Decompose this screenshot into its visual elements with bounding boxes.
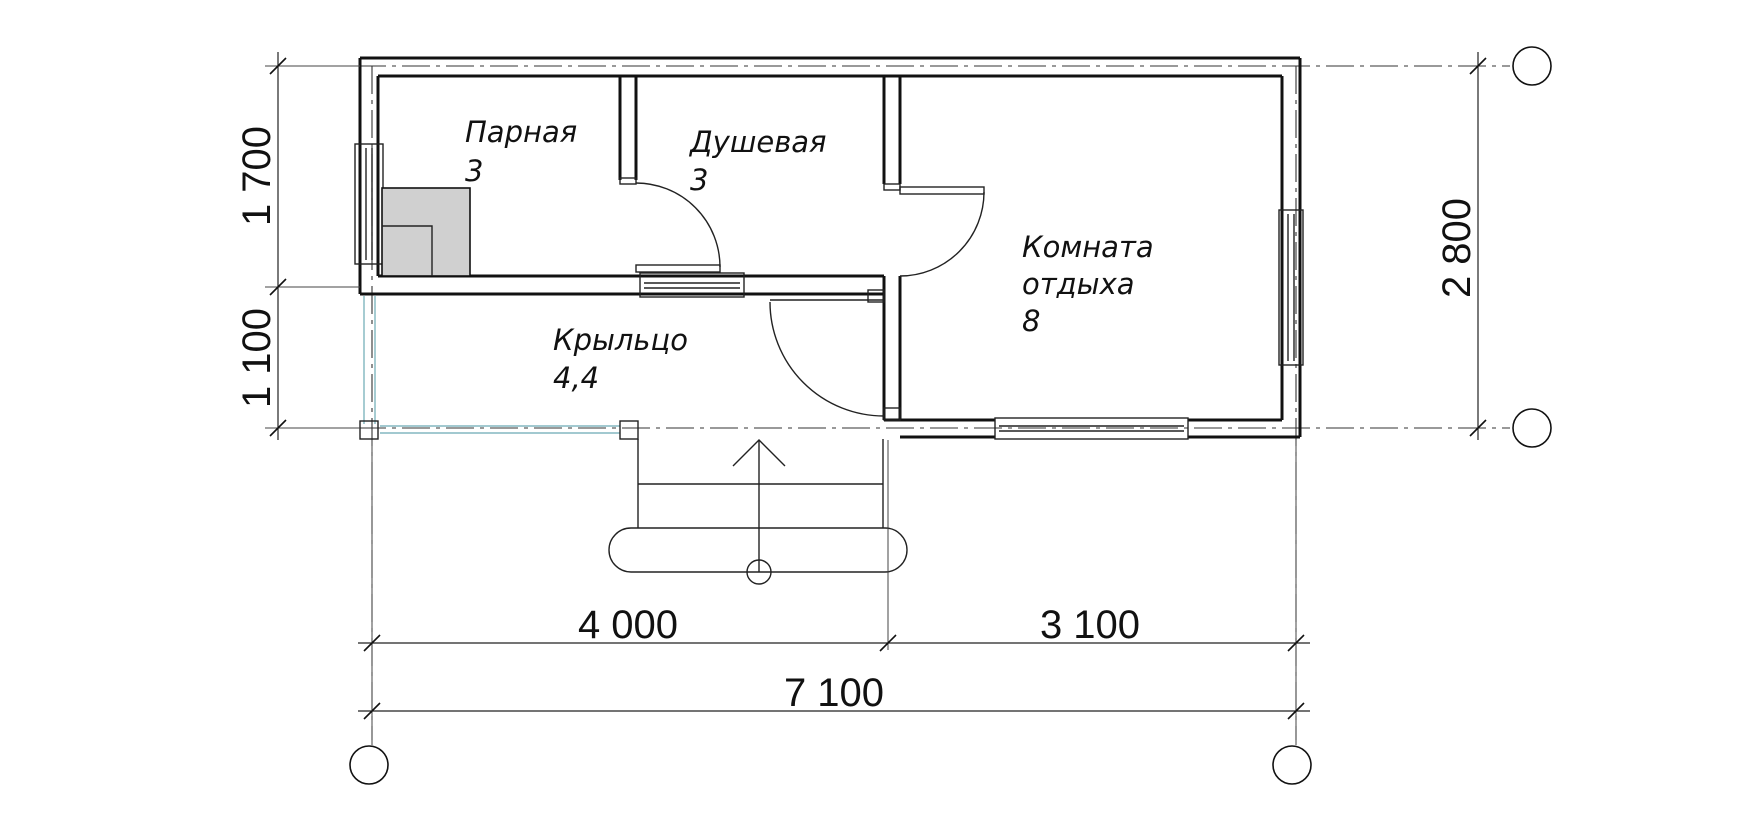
dimension-chain-right: 2 800 <box>1435 52 1487 440</box>
axis-bubble-left <box>349 745 389 785</box>
room-steam-name: Парная <box>465 115 577 149</box>
axis-bubbles <box>349 46 1552 785</box>
room-lounge-name-line2: отдыха <box>1022 267 1135 301</box>
window-porch-wall <box>639 272 745 298</box>
dim-bottom-left: 4 000 <box>578 603 678 647</box>
room-labels: Парная 3 Душевая 3 Комната отдыха 8 Крыл… <box>465 115 1154 395</box>
door-entrance <box>769 289 901 421</box>
porch-post-left <box>359 420 379 440</box>
door-lounge <box>883 183 985 277</box>
exterior-walls <box>358 56 1302 439</box>
room-steam-area: 3 <box>465 154 483 188</box>
axis-bubble-top-right <box>1512 46 1552 86</box>
axis-bubble-right <box>1272 745 1312 785</box>
room-shower-area: 3 <box>690 163 708 197</box>
door-steam-room <box>619 177 721 273</box>
window-lounge-bottom <box>994 417 1189 440</box>
room-porch-name: Крыльцо <box>553 323 688 357</box>
dim-right-total: 2 800 <box>1435 198 1479 298</box>
room-shower-name: Душевая <box>688 125 827 159</box>
dim-left-lower: 1 100 <box>235 308 279 408</box>
entrance-steps <box>608 439 908 585</box>
dim-bottom-total: 7 100 <box>784 671 884 715</box>
dim-left-upper: 1 700 <box>235 126 279 226</box>
windows <box>354 143 1304 440</box>
room-lounge-area: 8 <box>1022 304 1040 338</box>
axis-lines <box>270 65 1510 740</box>
doors <box>619 177 985 421</box>
window-lounge-right <box>1278 209 1304 366</box>
dimension-chain-left: 1 700 1 100 <box>235 52 360 440</box>
room-lounge-name-line1: Комната <box>1022 230 1154 264</box>
axis-bubble-bottom-right <box>1512 408 1552 448</box>
porch <box>359 296 639 440</box>
porch-post-right <box>619 420 639 440</box>
dimension-chain-bottom: 4 000 3 100 7 100 <box>358 440 1310 745</box>
stove <box>381 187 471 277</box>
dim-bottom-right: 3 100 <box>1040 603 1140 647</box>
room-porch-area: 4,4 <box>553 361 599 395</box>
